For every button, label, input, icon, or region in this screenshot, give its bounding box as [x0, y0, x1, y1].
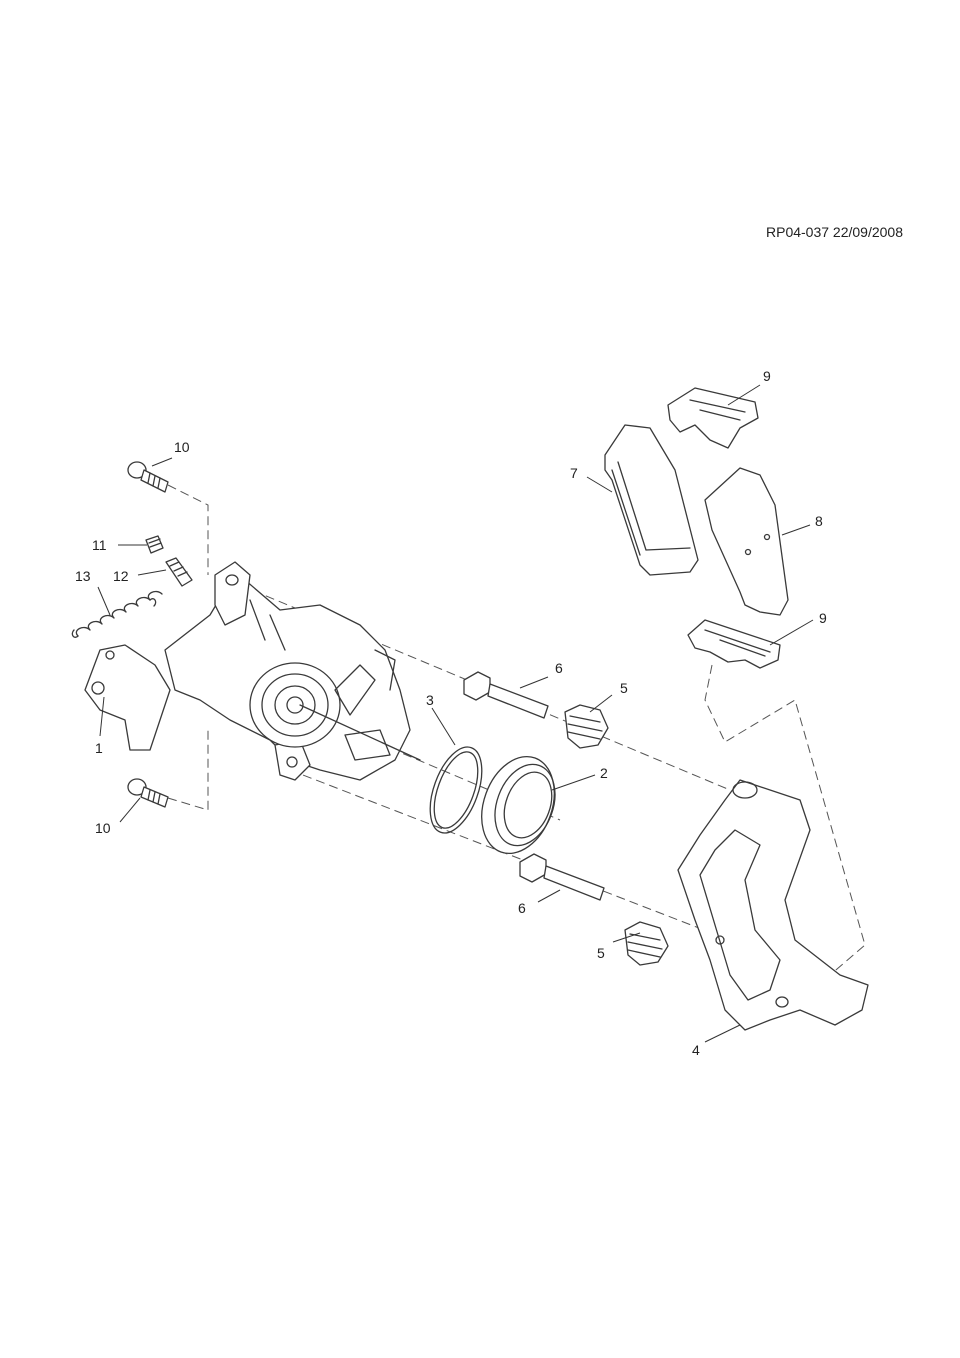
- callout-9-upper: 9: [763, 368, 771, 384]
- callout-5-upper: 5: [620, 680, 628, 696]
- callout-13: 13: [75, 568, 91, 584]
- brake-pad-outer: [704, 467, 789, 616]
- anti-rattle-spring-lower: [687, 619, 781, 669]
- callout-6-upper: 6: [555, 660, 563, 676]
- piston: [481, 755, 556, 855]
- callout-5-lower: 5: [597, 945, 605, 961]
- guide-pin-upper: [463, 671, 549, 719]
- callout-labels: 10 11 12 13 1 10 3 2 6 5 6 5 7 8 9 9 4: [75, 368, 827, 1058]
- anti-rattle-spring-upper: [667, 387, 759, 449]
- callout-12: 12: [113, 568, 129, 584]
- bolt-lower: [127, 778, 169, 808]
- piston-seal: [429, 746, 483, 834]
- callout-2: 2: [600, 765, 608, 781]
- bleed-screw: [165, 557, 193, 587]
- callout-1: 1: [95, 740, 103, 756]
- guide-pin-lower: [519, 853, 605, 901]
- callout-3: 3: [426, 692, 434, 708]
- leader-lines: [97, 384, 814, 1043]
- brake-pad-inner: [604, 424, 699, 576]
- callout-6-lower: 6: [518, 900, 526, 916]
- document-reference: RP04-037 22/09/2008: [766, 224, 903, 240]
- guide-boot-lower: [624, 921, 669, 966]
- bleed-cap: [145, 535, 164, 554]
- callout-11: 11: [92, 537, 107, 553]
- guide-boot-upper: [564, 704, 609, 749]
- caliper-carrier: [677, 779, 869, 1031]
- return-spring: [71, 590, 163, 638]
- callout-9-lower: 9: [819, 610, 827, 626]
- bolt-upper: [127, 461, 169, 493]
- callout-10-upper: 10: [174, 439, 190, 455]
- caliper-housing: [84, 561, 421, 781]
- callout-10-lower: 10: [95, 820, 111, 836]
- callout-8: 8: [815, 513, 823, 529]
- callout-4: 4: [692, 1042, 700, 1058]
- callout-7: 7: [570, 465, 578, 481]
